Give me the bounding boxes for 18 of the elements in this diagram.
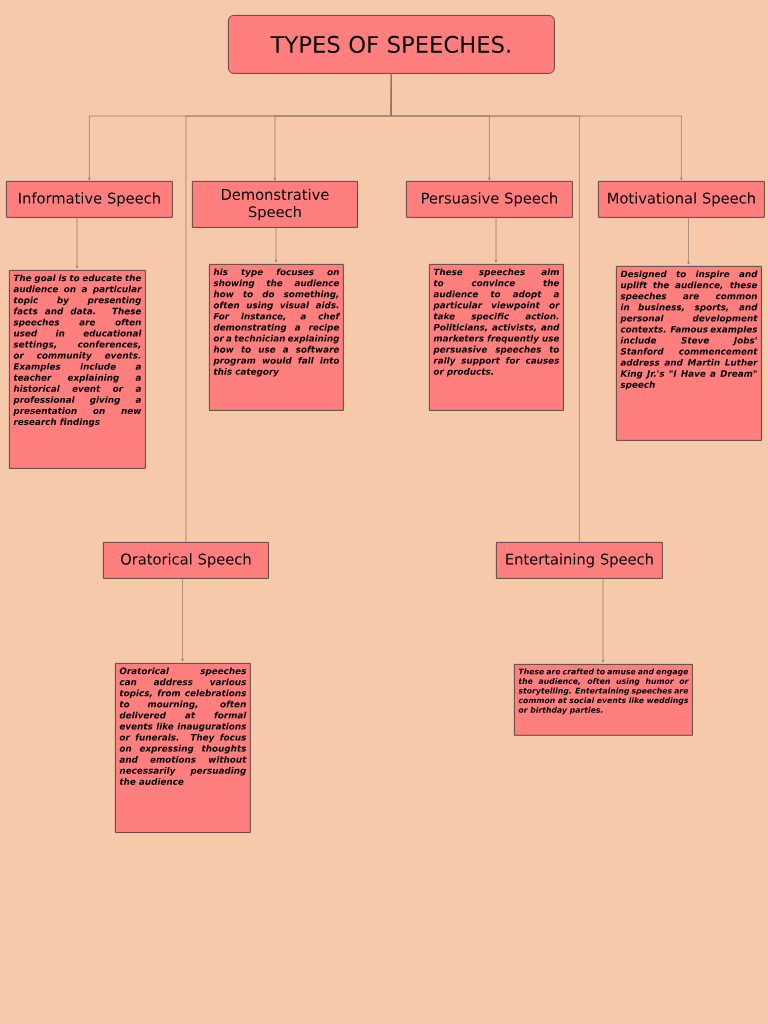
speech-type-box: Entertaining Speech [496, 542, 663, 579]
description-box: Designed to inspire and uplift the audience, these speeches are common in business, sports, and personal development contexts. Famous examples include Steve Jobs' Stanford commencement address and Martin Luther King Jr.'s "I Have a Dream" speech [616, 266, 762, 441]
connector-arrow [274, 227, 278, 263]
connector-arrow [181, 578, 184, 662]
connector-arrow [601, 578, 605, 663]
title-box: TYPES OF SPEECHES. [228, 15, 555, 74]
description-box: Oratorical speeches can address various topics, from celebrations to mourning, often delivered at formal events like inaugurations or funerals. They focus on expressing thoughts and emotions without necessarily persuading the audience [115, 663, 251, 833]
description-box: The goal is to educate the audience on a particular topic by presenting facts and data. These speeches are often used in educational settings, conferences, or community events. Examples include a teacher explaining a historical event or a professional giving a presentation on new research findings [9, 270, 146, 469]
speech-type-box: Informative Speech [6, 181, 173, 218]
connector-arrow [75, 217, 79, 269]
speech-type-box: Persuasive Speech [406, 181, 573, 218]
speech-type-box: Demonstrative Speech [192, 181, 358, 228]
description-box: his type focuses on showing the audience how to do something, often using visual aids. For instance, a chef demonstrating a recipe or a technician explaining how to use a software program would fall into this category [209, 264, 344, 411]
connector-arrow [494, 217, 498, 263]
speech-type-box: Motivational Speech [598, 181, 765, 218]
connector-arrow [687, 217, 690, 265]
speech-type-box: Oratorical Speech [103, 542, 269, 579]
description-box: These speeches aim to convince the audience to adopt a particular viewpoint or take specific action. Politicians, activists, and marketers frequently use persuasive speeches to rally support for causes or products. [429, 264, 564, 411]
